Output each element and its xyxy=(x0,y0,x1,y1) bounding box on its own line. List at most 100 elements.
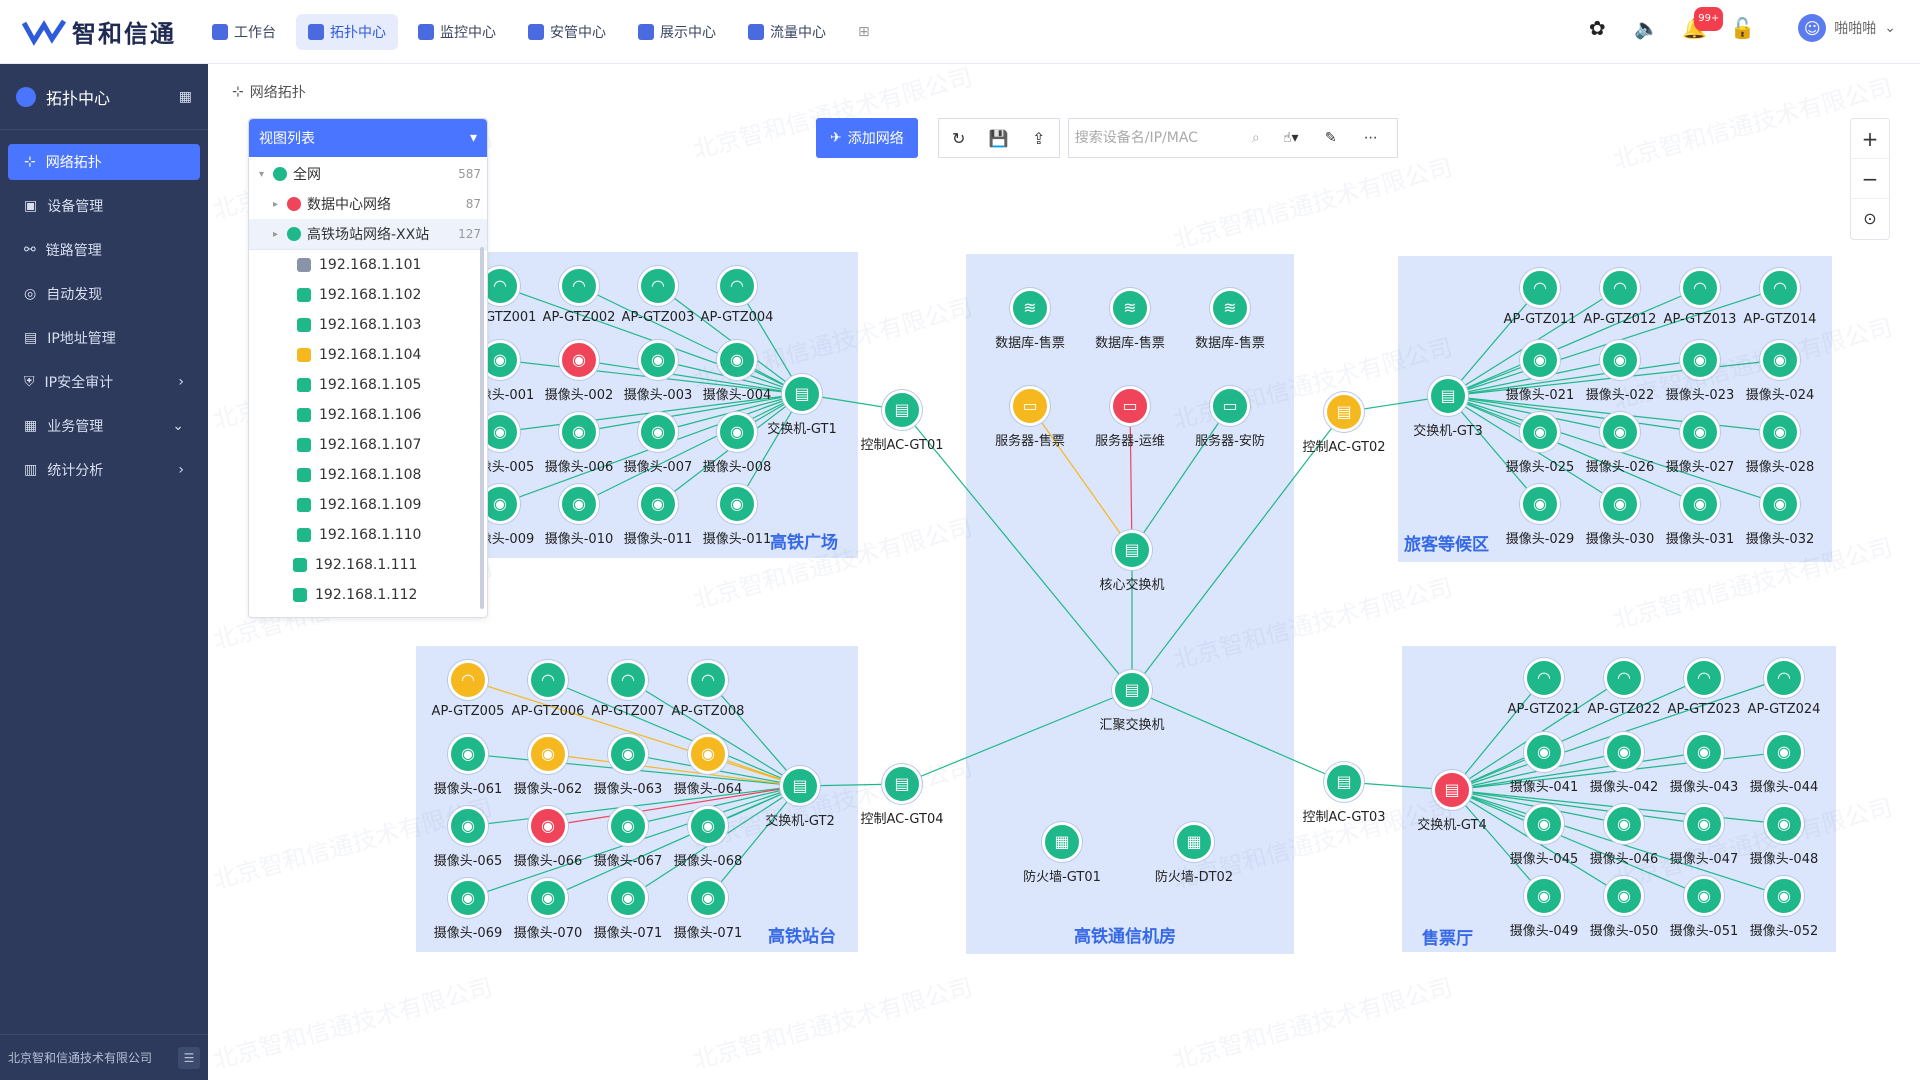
ip-list-item[interactable]: 192.168.1.109 xyxy=(249,490,487,520)
device-node-fw1[interactable]: ▦ xyxy=(1042,822,1082,862)
bell-icon[interactable]: 🔔99+ xyxy=(1682,7,1724,39)
device-node-c068[interactable]: ◉ xyxy=(688,806,728,846)
add-network-button[interactable]: ✈ 添加网络 xyxy=(816,118,918,158)
fit-view-icon[interactable]: ⊙ xyxy=(1863,209,1877,228)
link-gt2-c071b[interactable] xyxy=(707,785,801,899)
link-sv1-core[interactable] xyxy=(1029,405,1133,551)
device-node-c046[interactable]: ◉ xyxy=(1604,804,1644,844)
sidebar-item-6[interactable]: ▦业务管理⌄ xyxy=(8,408,200,444)
pointer-tool-icon[interactable]: ☝▾ xyxy=(1282,130,1299,146)
device-node-c066[interactable]: ◉ xyxy=(528,806,568,846)
device-node-c025[interactable]: ◉ xyxy=(1520,412,1560,452)
device-node-a005[interactable]: ◠ xyxy=(448,660,488,700)
ip-list-item[interactable]: 192.168.1.102 xyxy=(249,280,487,310)
sidebar-item-0[interactable]: ⊹网络拓扑 xyxy=(8,144,200,180)
device-node-c063[interactable]: ◉ xyxy=(608,734,648,774)
ip-list-item[interactable]: 192.168.1.110 xyxy=(249,520,487,550)
sidebar-item-2[interactable]: ⚯链路管理 xyxy=(8,232,200,268)
link-gt3-c027[interactable] xyxy=(1447,395,1701,433)
device-node-a003[interactable]: ◠ xyxy=(638,266,678,306)
device-node-c023[interactable]: ◉ xyxy=(1680,340,1720,380)
link-gt3-a013[interactable] xyxy=(1447,287,1701,397)
link-gt2-a007[interactable] xyxy=(627,679,801,787)
device-node-a011[interactable]: ◠ xyxy=(1520,268,1560,308)
tree-toggle-icon[interactable]: ▾ xyxy=(259,168,265,180)
search-icon[interactable]: ⌕ xyxy=(1251,130,1260,146)
nav-item-4[interactable]: 展示中心 xyxy=(626,14,728,50)
sidebar-item-7[interactable]: ▥统计分析› xyxy=(8,452,200,488)
device-node-a021[interactable]: ◠ xyxy=(1524,658,1564,698)
device-node-fw2[interactable]: ▦ xyxy=(1174,822,1214,862)
zoom-in-icon[interactable]: + xyxy=(1851,119,1889,159)
ip-list-item[interactable]: 192.168.1.101 xyxy=(249,250,487,280)
link-gt4-c043[interactable] xyxy=(1451,751,1705,791)
device-node-c006[interactable]: ◉ xyxy=(559,412,599,452)
device-node-agg[interactable]: ▤ xyxy=(1112,670,1152,710)
link-ac3-agg[interactable] xyxy=(1131,689,1345,783)
ip-list-item[interactable]: 192.168.1.111 xyxy=(249,550,487,580)
device-node-ac2[interactable]: ▤ xyxy=(1324,392,1364,432)
device-node-gt2[interactable]: ▤ xyxy=(780,766,820,806)
topology-canvas[interactable]: ▤交换机-GT1▤交换机-GT2▤交换机-GT3▤交换机-GT4▤控制AC-GT… xyxy=(208,63,1920,1080)
device-node-a023[interactable]: ◠ xyxy=(1684,658,1724,698)
device-node-c028[interactable]: ◉ xyxy=(1760,412,1800,452)
device-node-c024[interactable]: ◉ xyxy=(1760,340,1800,380)
link-gt3-c023[interactable] xyxy=(1447,359,1701,397)
device-node-a008[interactable]: ◠ xyxy=(688,660,728,700)
device-node-a004[interactable]: ◠ xyxy=(717,266,757,306)
tree-toggle-icon[interactable]: ▸ xyxy=(273,198,279,210)
apps-grid-icon[interactable]: ⊞ xyxy=(858,24,870,40)
grid-icon[interactable]: ▦ xyxy=(178,88,192,105)
device-node-c032[interactable]: ◉ xyxy=(1760,484,1800,524)
export-icon[interactable]: ⇪ xyxy=(1032,128,1046,148)
device-node-c008[interactable]: ◉ xyxy=(717,412,757,452)
link-gt2-a008[interactable] xyxy=(707,679,801,787)
link-gt4-c051[interactable] xyxy=(1451,789,1705,897)
nav-item-3[interactable]: 安管中心 xyxy=(516,14,618,50)
device-node-c043[interactable]: ◉ xyxy=(1684,732,1724,772)
sidebar-item-1[interactable]: ▣设备管理 xyxy=(8,188,200,224)
link-gt3-c029[interactable] xyxy=(1447,395,1541,505)
ip-list-item[interactable]: 192.168.1.108 xyxy=(249,460,487,490)
device-node-c003[interactable]: ◉ xyxy=(638,340,678,380)
link-gt4-a023[interactable] xyxy=(1451,677,1705,791)
ip-list-item[interactable]: 192.168.1.107 xyxy=(249,430,487,460)
device-node-gt4[interactable]: ▤ xyxy=(1432,770,1472,810)
link-gt2-a006[interactable] xyxy=(547,679,801,787)
device-node-ac1[interactable]: ▤ xyxy=(882,390,922,430)
device-node-db1[interactable]: ≋ xyxy=(1010,288,1050,328)
device-node-c047[interactable]: ◉ xyxy=(1684,804,1724,844)
save-icon[interactable]: 💾 xyxy=(988,128,1009,148)
link-gt1-c010[interactable] xyxy=(578,393,803,505)
search-input[interactable] xyxy=(1074,130,1235,146)
collapse-sidebar-icon[interactable]: ☰ xyxy=(178,1046,200,1069)
device-node-c064[interactable]: ◉ xyxy=(688,734,728,774)
ip-list-item[interactable]: 192.168.1.106 xyxy=(249,400,487,430)
device-node-c062[interactable]: ◉ xyxy=(528,734,568,774)
ip-list-item[interactable]: 192.168.1.103 xyxy=(249,310,487,340)
device-node-a006[interactable]: ◠ xyxy=(528,660,568,700)
device-node-c050[interactable]: ◉ xyxy=(1604,876,1644,916)
device-node-ac3[interactable]: ▤ xyxy=(1324,762,1364,802)
link-gt2-c066[interactable] xyxy=(547,785,801,827)
sidebar-item-5[interactable]: ⛨IP安全审计› xyxy=(8,364,200,400)
nav-item-2[interactable]: 监控中心 xyxy=(406,14,508,50)
device-node-c002[interactable]: ◉ xyxy=(559,340,599,380)
link-sv3-core[interactable] xyxy=(1131,405,1231,551)
link-gt1-c002[interactable] xyxy=(578,359,803,395)
view-list-select[interactable]: 视图列表 ▾ xyxy=(249,119,487,157)
device-node-c052[interactable]: ◉ xyxy=(1764,876,1804,916)
device-node-c051[interactable]: ◉ xyxy=(1684,876,1724,916)
link-gt1-c006[interactable] xyxy=(578,393,803,433)
device-node-sv1[interactable]: ▭ xyxy=(1010,386,1050,426)
ip-list-item[interactable]: 192.168.1.112 xyxy=(249,580,487,610)
tree-toggle-icon[interactable]: ▸ xyxy=(273,228,279,240)
device-node-c070[interactable]: ◉ xyxy=(528,878,568,918)
link-ac1-agg[interactable] xyxy=(901,409,1133,691)
ip-list-item[interactable]: 192.168.1.105 xyxy=(249,370,487,400)
device-node-a007[interactable]: ◠ xyxy=(608,660,648,700)
lock-icon[interactable]: 🔓 xyxy=(1730,16,1756,40)
device-node-gt3[interactable]: ▤ xyxy=(1428,376,1468,416)
